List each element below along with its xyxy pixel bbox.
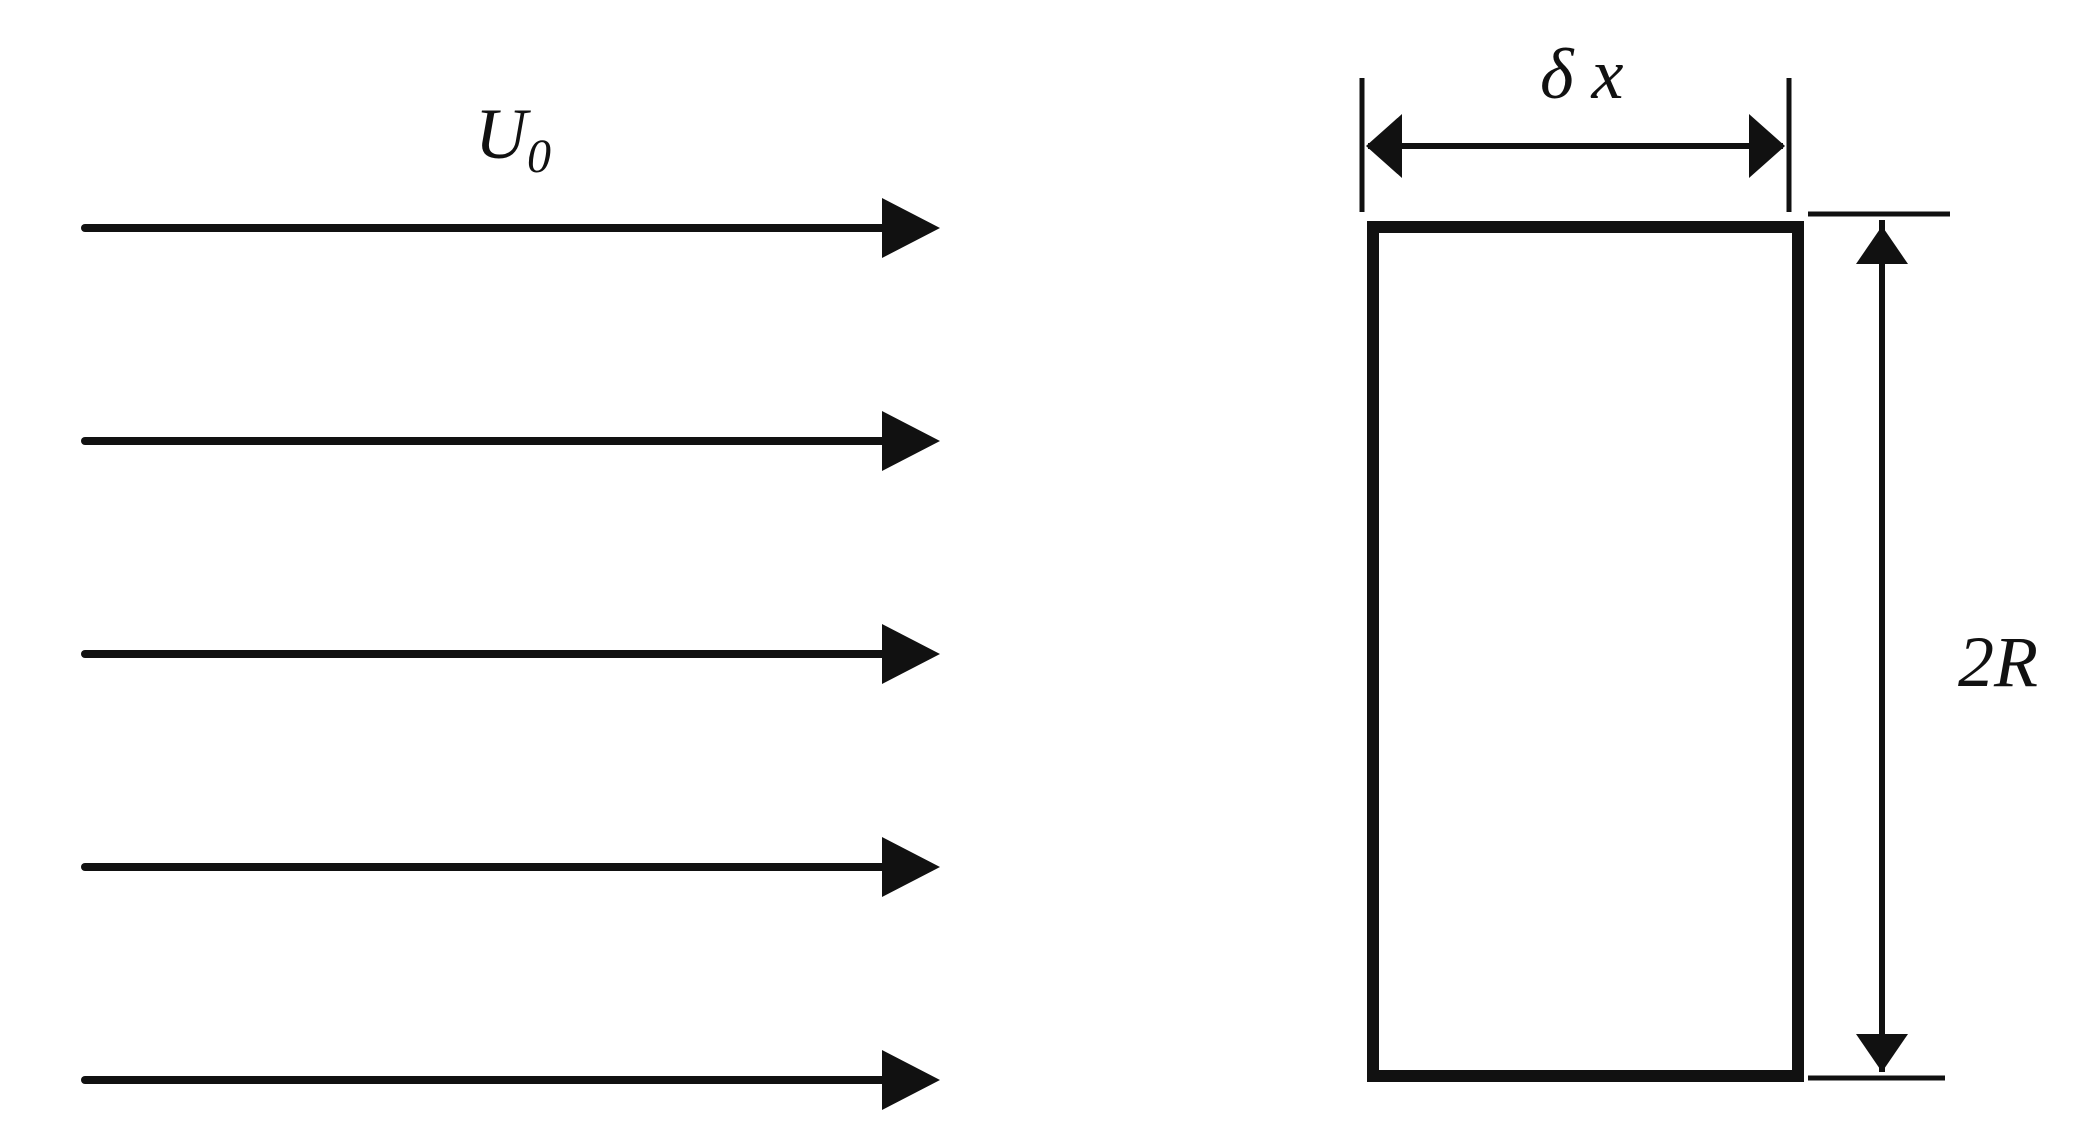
flow-arrow-head bbox=[882, 198, 940, 258]
flow-arrow-head bbox=[882, 411, 940, 471]
flow-arrow-head bbox=[882, 624, 940, 684]
control-volume-rectangle bbox=[1367, 221, 1804, 1082]
width-dimension: δ x bbox=[1359, 34, 1792, 212]
flow-arrow-head bbox=[882, 1050, 940, 1110]
flow-velocity-symbol: U bbox=[475, 94, 531, 174]
height-label: 2R bbox=[1958, 622, 2038, 702]
height-arrow-top-head bbox=[1856, 226, 1908, 264]
flow-arrow-head bbox=[882, 837, 940, 897]
flow-velocity-label: U0 bbox=[475, 94, 551, 183]
height-arrow-bottom-head bbox=[1856, 1034, 1908, 1072]
flow-velocity-subscript: 0 bbox=[527, 130, 551, 183]
height-dimension: 2R bbox=[1808, 211, 2038, 1081]
width-label: δ x bbox=[1540, 34, 1623, 114]
width-arrow-left-head bbox=[1366, 114, 1402, 178]
width-arrow-right-head bbox=[1749, 114, 1785, 178]
flow-arrows bbox=[81, 198, 940, 1110]
